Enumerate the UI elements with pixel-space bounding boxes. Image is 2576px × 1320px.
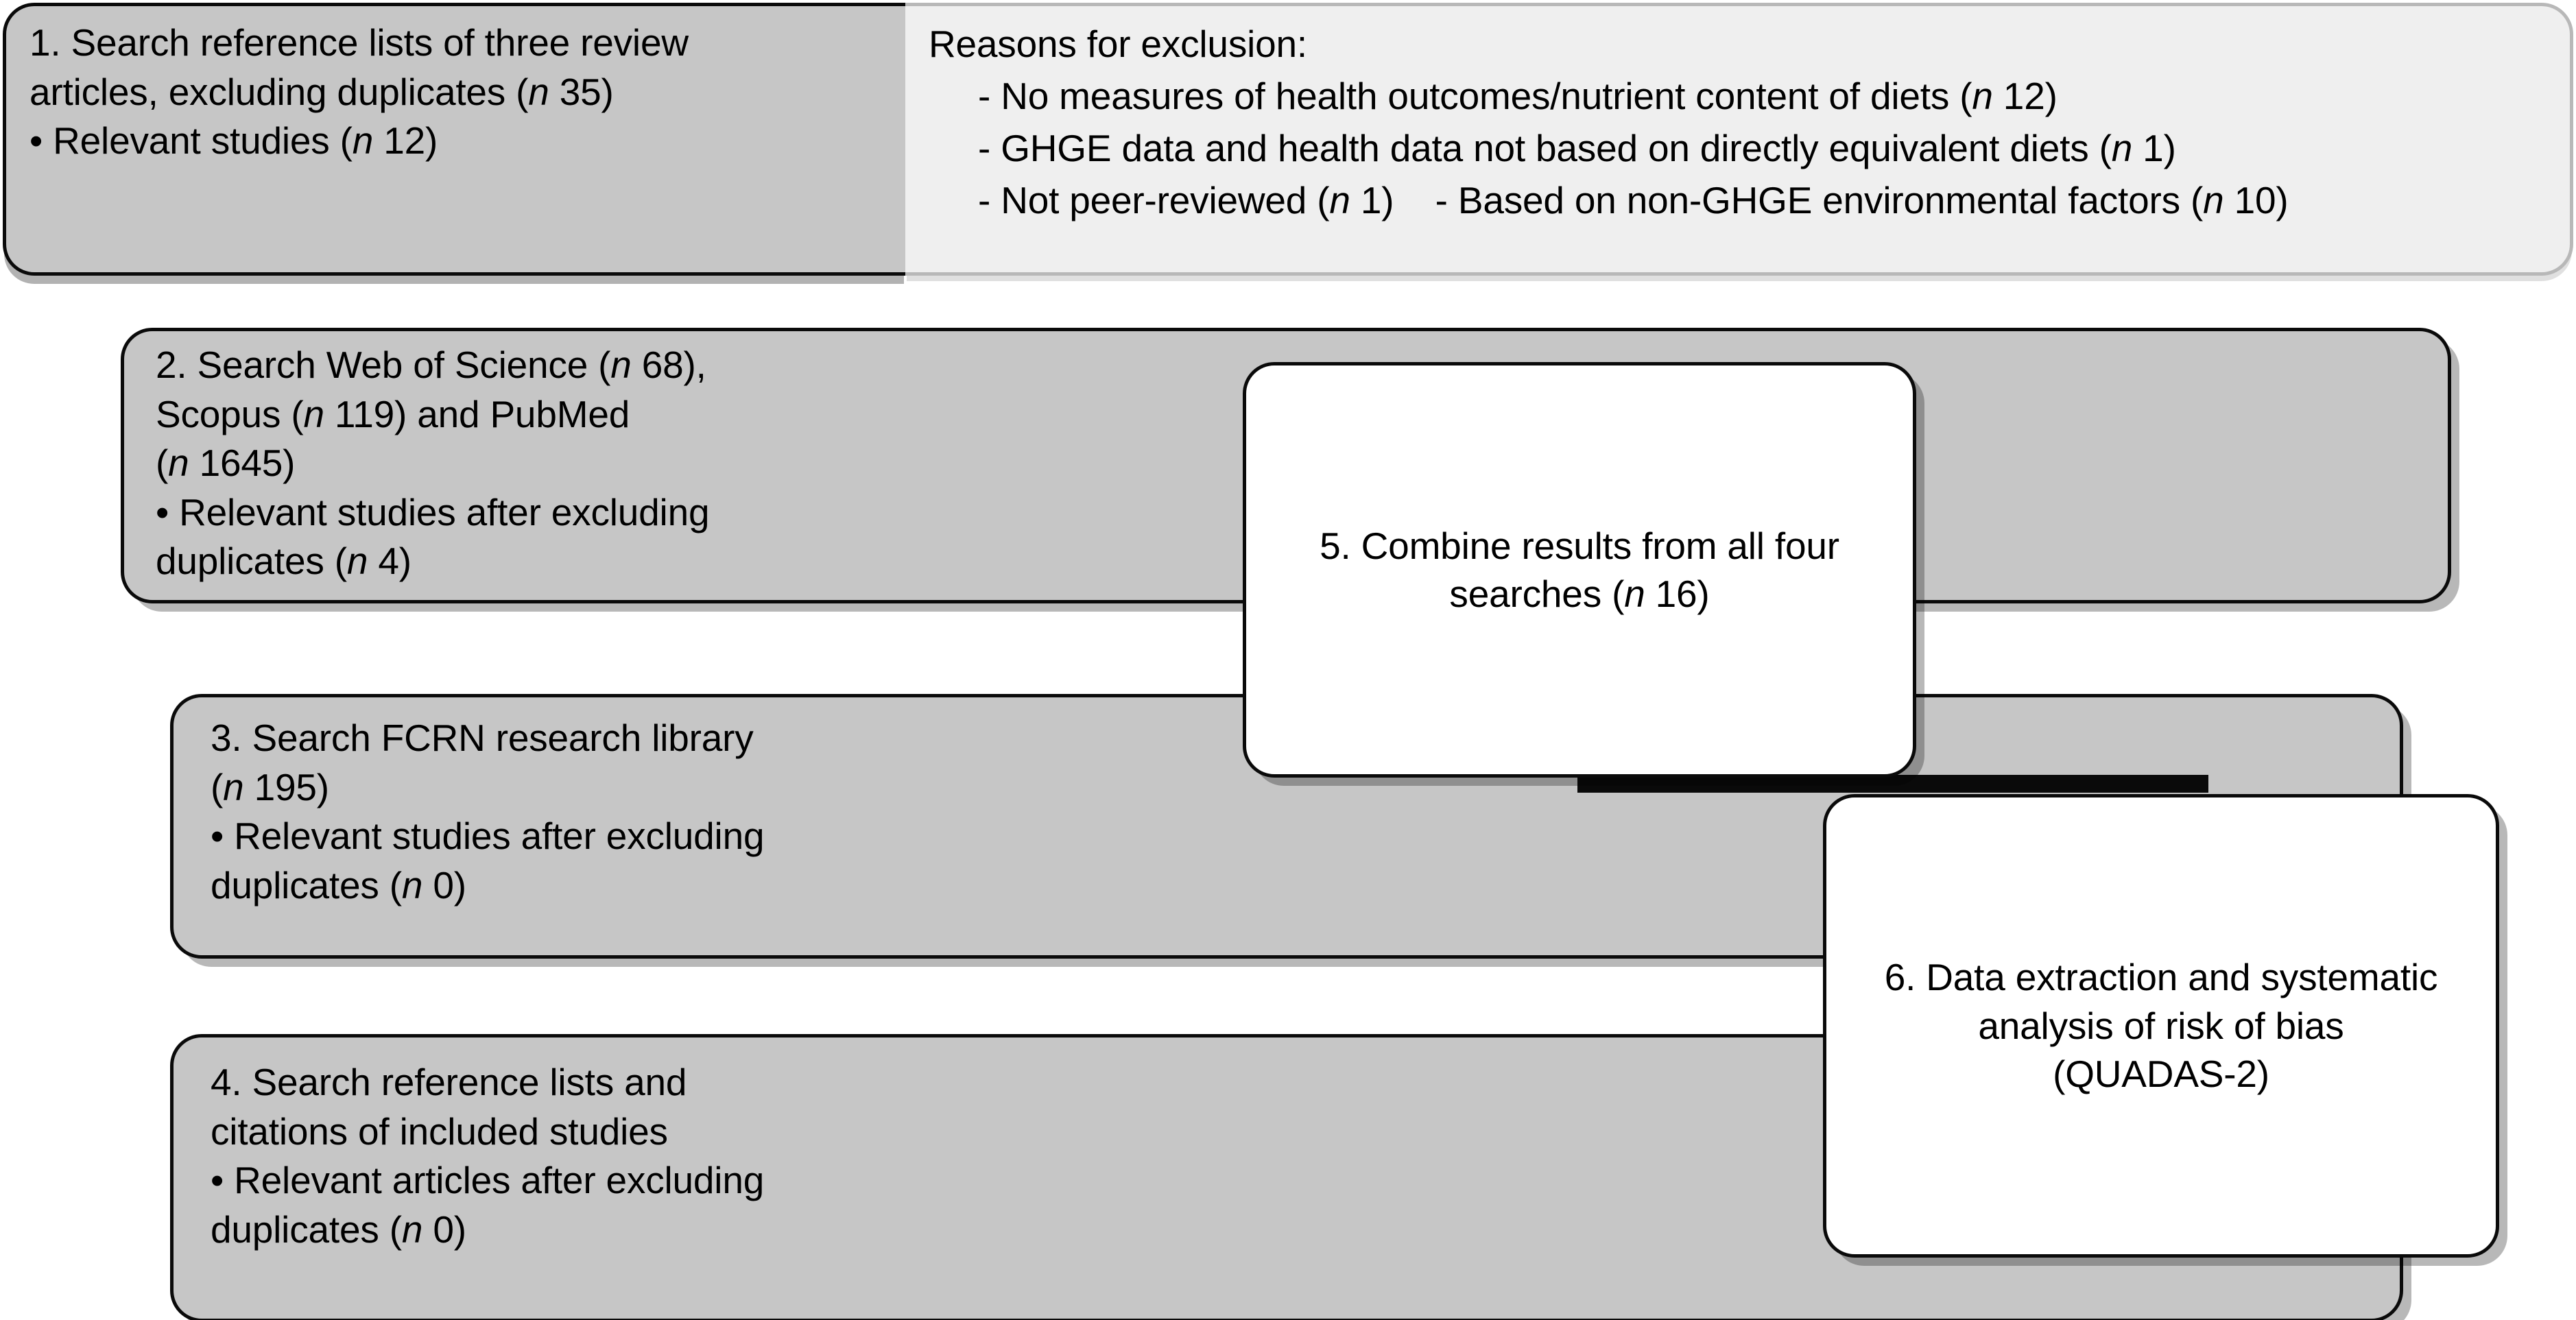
step-2-bullet-line-2: duplicates (n 4) (156, 540, 412, 582)
step-3-line-1: 3. Search FCRN research library (211, 717, 754, 759)
step-3-bullet-line-2: duplicates (n 0) (211, 863, 466, 907)
exclusion-reasons-content: Reasons for exclusion: - No measures of … (905, 6, 2570, 272)
exclusion-reasons-box: Reasons for exclusion: - No measures of … (905, 3, 2573, 276)
step-3-line-2: (n 195) (211, 765, 329, 808)
step-4-line-1: 4. Search reference lists and (211, 1061, 687, 1103)
step-2-bullet-line-1: • Relevant studies after excluding (156, 490, 710, 533)
step-6-line-1: 6. Data extraction and systematic (1884, 956, 2438, 999)
step-5-content: 5. Combine results from all four searche… (1246, 365, 1913, 774)
step-5-box: 5. Combine results from all four searche… (1243, 362, 1916, 778)
step-1-line-2: articles, excluding duplicates (n 35) (29, 70, 614, 113)
step-5-line-1: 5. Combine results from all four (1320, 524, 1839, 567)
exclusion-item-2: - GHGE data and health data not based on… (978, 126, 2176, 169)
step-6-line-3: (QUADAS-2) (2053, 1053, 2269, 1096)
step-6-box: 6. Data extraction and systematic analys… (1823, 794, 2499, 1258)
step-1-bullet: • Relevant studies (n 12) (29, 119, 438, 162)
step-6-line-2: analysis of risk of bias (1978, 1004, 2344, 1047)
step-3-content: 3. Search FCRN research library (n 195) … (174, 697, 2400, 955)
step-4-bullet-line-2: duplicates (n 0) (211, 1208, 466, 1251)
step-4-line-2: citations of included studies (211, 1109, 668, 1153)
exclusion-item-1: - No measures of health outcomes/nutrien… (978, 74, 2058, 117)
connector-step5-to-step6 (1577, 775, 2208, 793)
step-2-content: 2. Search Web of Science (n 68), Scopus … (124, 331, 2448, 600)
step-6-content: 6. Data extraction and systematic analys… (1826, 797, 2496, 1254)
step-3-bullet-line-1: • Relevant studies after excluding (211, 815, 765, 857)
step-2-line-3: (n 1645) (156, 442, 296, 484)
step-2-line-2: Scopus (n 119) and PubMed (156, 392, 630, 435)
exclusion-heading: Reasons for exclusion: (929, 23, 1307, 65)
step-1-line-1: 1. Search reference lists of three revie… (29, 21, 689, 64)
step-4-content: 4. Search reference lists and citations … (174, 1037, 2400, 1319)
step-1-content: 1. Search reference lists of three revie… (6, 6, 905, 272)
exclusion-item-3: - Not peer-reviewed (n 1) - Based on non… (978, 178, 2289, 221)
step-1-box: 1. Search reference lists of three revie… (3, 3, 905, 276)
step-5-line-2: searches (n 16) (1449, 573, 1710, 615)
step-2-line-1: 2. Search Web of Science (n 68), (156, 344, 706, 386)
step-4-bullet-line-1: • Relevant articles after excluding (211, 1159, 765, 1201)
